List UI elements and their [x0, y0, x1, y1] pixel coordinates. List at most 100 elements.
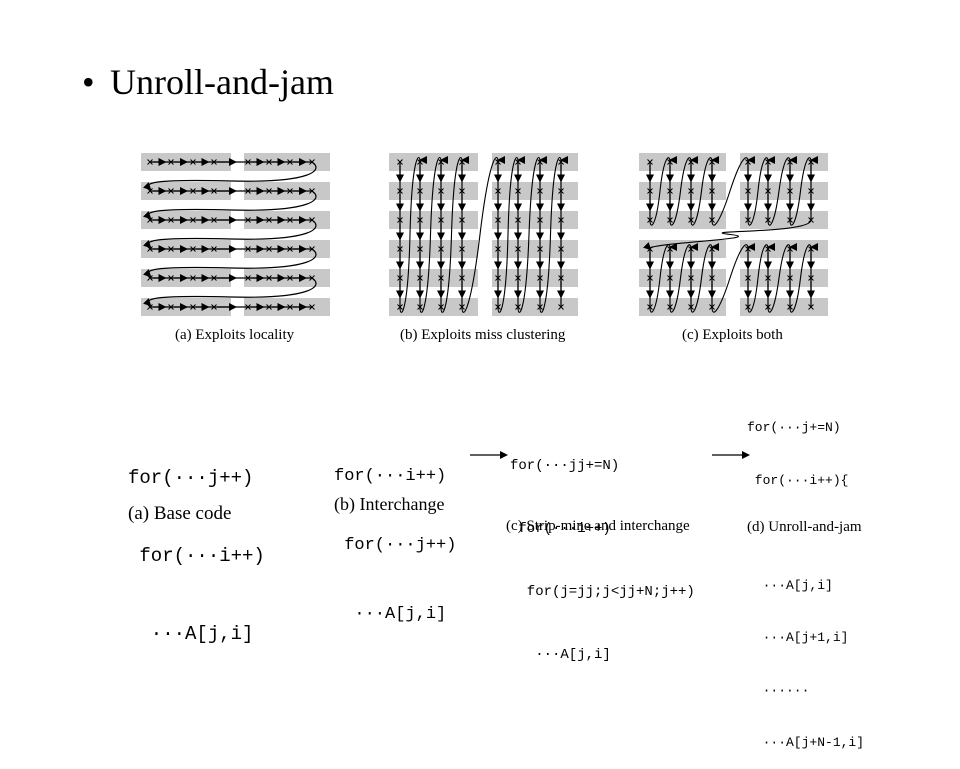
wrap-flag	[747, 243, 755, 251]
column-wrap	[690, 244, 713, 313]
column-wrap	[497, 156, 519, 313]
row-wrap	[142, 161, 317, 191]
wrap-flag	[789, 243, 797, 251]
column-wrap	[669, 157, 692, 226]
panel-c-diagram	[639, 153, 828, 316]
wrap-flag	[539, 156, 547, 164]
code-line: for(···i++)	[334, 467, 447, 486]
cache-line-block	[492, 240, 578, 258]
code-interchange: for(···i++) for(···j++) ···A[j,i]	[334, 419, 456, 649]
slide-title: • Unroll-and-jam	[82, 58, 334, 106]
column-wrap	[789, 244, 812, 313]
wrap-flag	[767, 156, 775, 164]
code-unroll-and-jam: for(···j+=N) for(···i++){ ···A[j,i] ···A…	[747, 384, 864, 769]
column-wrap	[690, 157, 713, 226]
wrap-flag	[711, 156, 719, 164]
column-wrap	[747, 157, 769, 226]
cache-line-block	[389, 240, 478, 258]
cache-line-block	[389, 153, 478, 171]
wrap-flag	[517, 156, 525, 164]
column-wrap	[517, 156, 541, 313]
column-wrap	[669, 244, 692, 313]
row-wrap	[142, 219, 317, 249]
cache-line-block	[492, 182, 578, 200]
panel-a-diagram	[141, 153, 330, 316]
cache-line-block	[492, 269, 578, 287]
wrap-flag	[690, 156, 698, 164]
cache-line-block	[492, 298, 578, 316]
column-wrap	[789, 157, 812, 226]
code-base: for(···j++) for(···i++) ···A[j,i]	[128, 413, 265, 673]
code-line: ···A[j,i]	[128, 623, 254, 645]
caption-exploits-miss-clustering: (b) Exploits miss clustering	[400, 327, 566, 343]
cache-line-block	[740, 182, 828, 200]
cache-line-block	[740, 269, 828, 287]
column-wrap	[711, 157, 749, 226]
cache-line-block	[389, 298, 478, 316]
wrap-flag	[440, 156, 448, 164]
wrap-flag	[560, 156, 568, 164]
wrap-flag	[497, 156, 505, 164]
wrap-flag	[810, 243, 818, 251]
code-line: for(···i++)	[510, 521, 611, 537]
panel-b-diagram	[389, 153, 578, 316]
code-line: ···A[j,i]	[747, 577, 833, 593]
code-line: for(···j++)	[128, 467, 254, 489]
wrap-flag	[711, 243, 719, 251]
wrap-flag	[810, 156, 818, 164]
cache-line-block	[639, 211, 726, 229]
column-wrap	[419, 156, 442, 313]
row-wrap	[142, 277, 317, 307]
code-line: ···A[j+N-1,i]	[747, 735, 865, 750]
cache-line-block	[389, 211, 478, 229]
column-wrap	[461, 156, 499, 313]
code-line: ···A[j,i]	[334, 605, 447, 624]
bullet-marker: •	[82, 62, 95, 102]
wrap-flag	[690, 243, 698, 251]
code-line: for(···i++)	[128, 545, 265, 567]
column-wrap	[767, 244, 791, 313]
column-wrap	[649, 157, 671, 226]
caption-exploits-locality: (a) Exploits locality	[175, 327, 295, 343]
column-wrap	[767, 157, 791, 226]
access-pattern-figures	[141, 153, 828, 459]
caption-interchange: (b) Interchange	[334, 494, 445, 514]
caption-base-code: (a) Base code	[128, 503, 232, 524]
cache-line-block	[639, 240, 726, 258]
wrap-flag	[669, 243, 677, 251]
cache-line-block	[639, 298, 726, 316]
code-strip-mine: for(···jj+=N) for(···i++) for(j=jj;j<jj+…	[510, 414, 695, 687]
column-wrap	[399, 156, 421, 313]
cache-line-block	[740, 298, 828, 316]
column-wrap	[711, 244, 749, 313]
code-line: ······	[747, 682, 810, 698]
code-line: for(···jj+=N)	[510, 458, 620, 474]
cache-line-block	[389, 269, 478, 287]
wrap-flag	[669, 156, 677, 164]
cache-line-block	[492, 211, 578, 229]
cache-line-block	[639, 153, 726, 171]
wrap-flag	[747, 156, 755, 164]
wrap-flag	[767, 243, 775, 251]
caption-unroll-and-jam: (d) Unroll-and-jam	[747, 519, 862, 535]
wrap-flag	[419, 156, 427, 164]
column-wrap	[440, 156, 463, 313]
row-wrap	[142, 190, 317, 220]
wrap-flag	[789, 156, 797, 164]
column-wrap	[539, 156, 562, 313]
cache-line-block	[639, 269, 726, 287]
cache-line-block	[639, 182, 726, 200]
column-wrap	[747, 244, 769, 313]
row-wrap	[142, 248, 317, 278]
code-line: for(j=jj;j<jj+N;j++)	[510, 584, 695, 600]
code-line: for(···j+=N)	[747, 420, 841, 435]
caption-strip-mine-interchange: (c) Strip-mine and interchange	[506, 518, 690, 534]
block-link	[642, 219, 812, 251]
wrap-flag	[461, 156, 469, 164]
caption-exploits-both: (c) Exploits both	[682, 327, 783, 343]
slide-title-text: Unroll-and-jam	[110, 62, 334, 102]
code-line: ···A[j,i]	[510, 647, 611, 663]
code-line: for(···i++){	[747, 472, 849, 488]
code-line: for(···j++)	[334, 536, 457, 555]
code-line: ···A[j+1,i]	[747, 630, 849, 645]
